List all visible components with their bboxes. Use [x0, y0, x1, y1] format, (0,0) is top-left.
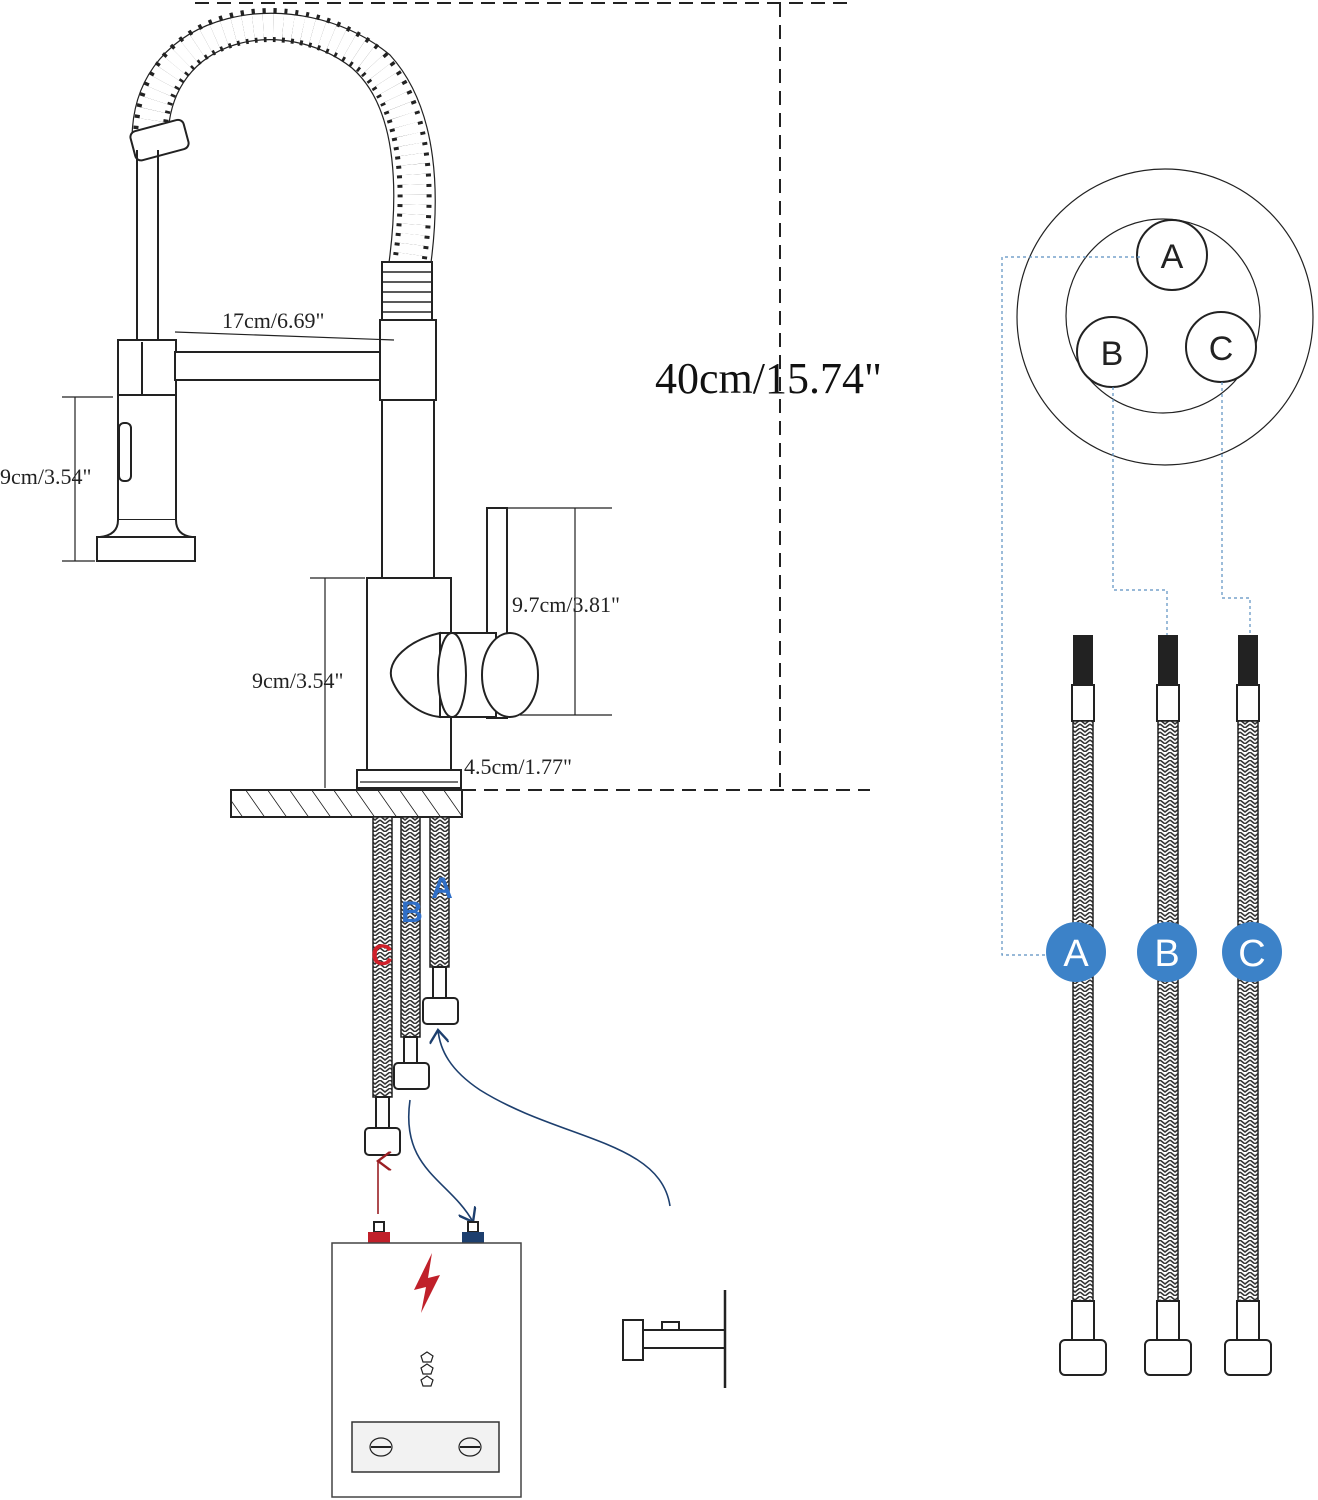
indicator-lights: [420, 1351, 434, 1387]
port-a-label: A: [1161, 238, 1184, 276]
pull-down-sprayer: [96, 339, 395, 562]
supply-hose-a: [1059, 635, 1107, 1376]
spout-reach-label: 17cm/6.69": [222, 308, 324, 333]
handle-height-label: 9.7cm/3.81": [512, 592, 620, 617]
badge-c-label: C: [1238, 933, 1265, 975]
badge-c: [1222, 922, 1282, 982]
countertop-deck: [230, 789, 463, 818]
hose-a-label: A: [431, 872, 453, 905]
supply-hoses: A B C: [1046, 635, 1282, 1376]
water-heater: [331, 1221, 522, 1498]
base-height-label: 9cm/3.54": [252, 668, 343, 693]
hose-b-label: B: [401, 896, 423, 929]
connection-arrows: [378, 1030, 671, 1222]
under-sink-hoses: C B A: [364, 816, 459, 1156]
supply-hose-c: [1224, 635, 1272, 1376]
screw-icon: [458, 1437, 482, 1457]
badge-b: [1137, 922, 1197, 982]
port-b-label: B: [1101, 335, 1124, 373]
outlet-schematic: A B C: [1001, 168, 1314, 956]
angle-valve: [622, 1290, 727, 1388]
lightning-icon: [414, 1253, 440, 1313]
badge-a-label: A: [1063, 933, 1089, 975]
supply-hose-b: [1144, 635, 1192, 1376]
faucet-body: [356, 319, 539, 789]
handle-cap: [481, 632, 539, 718]
screw-icon: [369, 1437, 393, 1457]
base-diameter-label: 4.5cm/1.77": [464, 754, 572, 779]
badge-b-label: B: [1154, 933, 1179, 975]
port-c-label: C: [1209, 330, 1234, 368]
total-height-dimension: 40cm/15.74": [195, 2, 882, 791]
sprayer-height-label: 9cm/3.54": [0, 464, 91, 489]
spring-spout: [129, 8, 436, 340]
hose-c-label: C: [371, 939, 393, 972]
total-height-label: 40cm/15.74": [655, 354, 882, 403]
badge-a: [1046, 922, 1106, 982]
dimension-lines: 17cm/6.69" 9cm/3.54" 9.7cm/3.81" 9cm/3.5…: [0, 308, 620, 788]
